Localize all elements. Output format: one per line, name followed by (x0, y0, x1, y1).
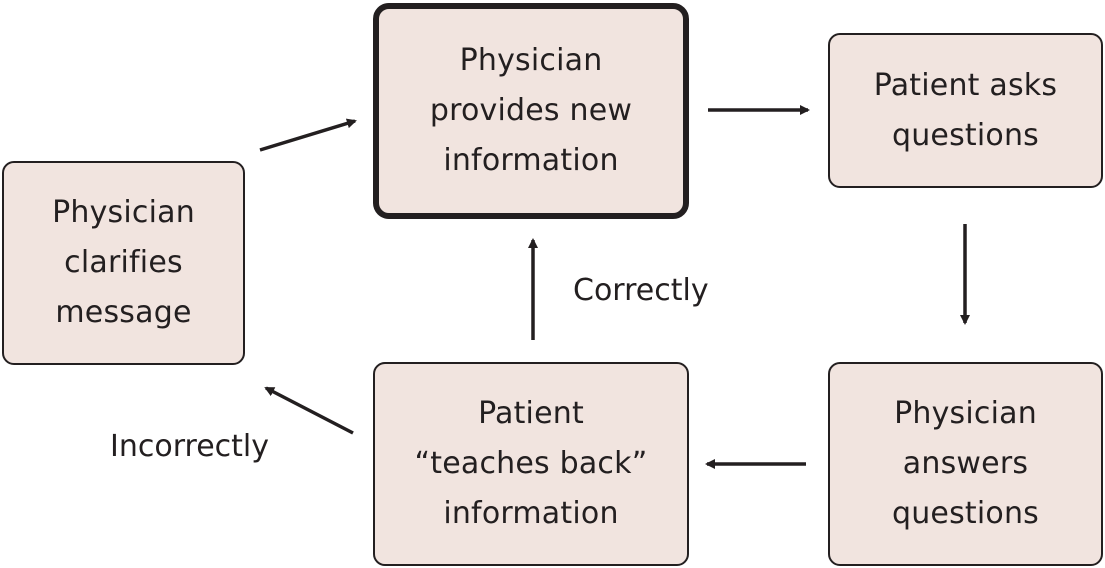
node-label: Patient asks questions (873, 67, 1058, 153)
node-patient-asks-questions: Patient asks questions (828, 33, 1103, 188)
node-physician-answers-questions: Physician answers questions (828, 362, 1103, 566)
edge-label-correctly: Correctly (573, 273, 709, 308)
node-label: Physician answers questions (891, 396, 1040, 531)
node-label: Patient “teaches back” information (414, 396, 648, 531)
node-label: Physician clarifies message (52, 195, 195, 330)
node-label: Physician provides new information (429, 43, 633, 178)
edge-label-incorrectly: Incorrectly (110, 429, 269, 464)
node-physician-provides-new-information: Physician provides new information (373, 3, 689, 219)
arrow-clarifies-to-provides (259, 118, 357, 152)
arrow-teaches-back-to-clarifies (264, 386, 354, 435)
node-patient-teaches-back-information: Patient “teaches back” information (373, 362, 689, 566)
node-physician-clarifies-message: Physician clarifies message (2, 161, 245, 365)
